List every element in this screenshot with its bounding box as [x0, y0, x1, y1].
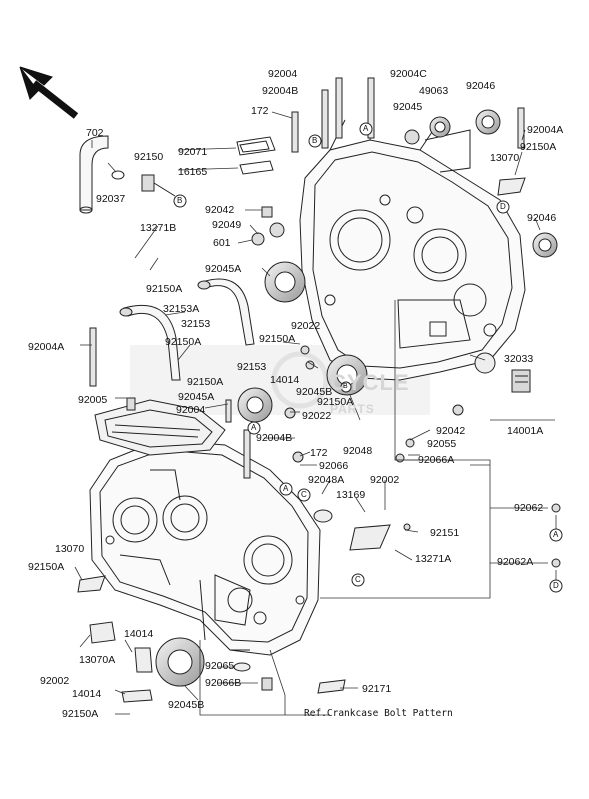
- part-label-92046: 92046: [466, 80, 496, 92]
- callout-b: B: [343, 383, 348, 390]
- part-label-92004c: 92004C: [390, 68, 427, 80]
- small-hardware: [77, 177, 561, 703]
- part-label-92004: 92004: [176, 404, 206, 416]
- callout-c: C: [301, 490, 307, 499]
- breather-fitting: [141, 174, 176, 197]
- part-label-92066a: 92066A: [418, 454, 455, 466]
- part-label-13070: 13070: [55, 543, 85, 555]
- callout-a: A: [283, 484, 289, 493]
- part-label-92062: 92062: [514, 502, 544, 514]
- part-label-92045b: 92045B: [296, 386, 333, 398]
- part-label-92171: 92171: [362, 683, 392, 695]
- part-label-32153: 32153: [181, 318, 211, 330]
- part-label-13271b: 13271B: [140, 222, 177, 234]
- callout-circles: [173, 122, 563, 593]
- part-label-14001a: 14001A: [507, 425, 544, 437]
- part-label-92042: 92042: [436, 425, 466, 437]
- part-label-92150a: 92150A: [259, 333, 296, 345]
- part-label-92151: 92151: [430, 527, 460, 539]
- part-label-92022: 92022: [291, 320, 321, 332]
- callout-b: B: [312, 136, 318, 145]
- part-label-92055: 92055: [427, 438, 457, 450]
- part-label-32153a: 32153A: [163, 303, 200, 315]
- lower-crankcase: [89, 439, 321, 656]
- part-label-92002: 92002: [40, 675, 70, 687]
- orientation-arrow-icon: [19, 66, 79, 119]
- part-label-92048a: 92048A: [308, 474, 345, 486]
- part-label-92042: 92042: [205, 204, 235, 216]
- part-label-49063: 49063: [419, 85, 449, 97]
- part-label-92071: 92071: [178, 146, 208, 158]
- part-label-601: 601: [213, 237, 231, 249]
- callout-a: A: [363, 124, 369, 133]
- part-label-92045a: 92045A: [205, 263, 242, 275]
- part-label-13070a: 13070A: [79, 654, 116, 666]
- part-label-92150a: 92150A: [165, 336, 202, 348]
- part-label-92048: 92048: [343, 445, 373, 457]
- callout-d: D: [553, 581, 559, 590]
- studs: [89, 77, 525, 479]
- part-label-172: 172: [310, 447, 328, 459]
- part-label-92065: 92065: [205, 660, 235, 672]
- part-label-92150a: 92150A: [520, 141, 557, 153]
- part-label-92046: 92046: [527, 212, 557, 224]
- part-label-92150a: 92150A: [62, 708, 99, 720]
- watermark-text: CYCLE: [330, 370, 410, 395]
- part-label-14014: 14014: [270, 374, 300, 386]
- oil-pipe-right: [197, 278, 255, 346]
- part-label-13169: 13169: [336, 489, 366, 501]
- part-label-92150a: 92150A: [317, 396, 354, 408]
- upper-crankcase: [299, 94, 526, 381]
- part-label-172: 172: [251, 105, 269, 117]
- part-label-702: 702: [86, 127, 104, 139]
- callout-a: A: [251, 423, 257, 432]
- gasket-pair: [236, 136, 276, 175]
- callout-a: A: [553, 530, 559, 539]
- callout-b: B: [177, 196, 183, 205]
- part-label-92150a: 92150A: [28, 561, 65, 573]
- oil-cover: [94, 399, 226, 456]
- part-label-92022: 92022: [302, 410, 332, 422]
- part-label-92002: 92002: [370, 474, 400, 486]
- part-label-92005: 92005: [78, 394, 108, 406]
- part-label-92062a: 92062A: [497, 556, 534, 568]
- part-label-92150: 92150: [134, 151, 164, 163]
- part-label-92004a: 92004A: [28, 341, 65, 353]
- breather-hose: [79, 135, 109, 214]
- part-label-92004a: 92004A: [527, 124, 564, 136]
- part-label-92045a: 92045A: [178, 391, 215, 403]
- part-label-92150a: 92150A: [146, 283, 183, 295]
- part-label-14014: 14014: [124, 628, 154, 640]
- part-label-92066b: 92066B: [205, 677, 242, 689]
- part-label-92045: 92045: [393, 101, 423, 113]
- part-label-92004b: 92004B: [262, 85, 299, 97]
- bolt-pattern-note: Ref.Crankcase Bolt Pattern: [304, 708, 453, 719]
- part-label-92004: 92004: [268, 68, 298, 80]
- leader-lines: [74, 111, 557, 716]
- hose-clamp: [111, 170, 125, 180]
- oil-pipe-left: [119, 304, 181, 381]
- part-label-32033: 32033: [504, 353, 534, 365]
- part-label-92004b: 92004B: [256, 432, 293, 444]
- callout-c: C: [355, 575, 361, 584]
- watermark-subtext: PARTS: [330, 402, 375, 416]
- part-label-92049: 92049: [212, 219, 242, 231]
- callout-d: D: [500, 202, 506, 211]
- part-label-13070: 13070: [490, 152, 520, 164]
- bearings: [155, 109, 558, 687]
- part-label-13271a: 13271A: [415, 553, 452, 565]
- part-label-16165: 16165: [178, 166, 208, 178]
- part-label-92150a: 92150A: [187, 376, 224, 388]
- part-label-92037: 92037: [96, 193, 126, 205]
- part-label-14014: 14014: [72, 688, 102, 700]
- part-label-92153: 92153: [237, 361, 267, 373]
- part-label-92045b: 92045B: [168, 699, 205, 711]
- part-label-92066: 92066: [319, 460, 349, 472]
